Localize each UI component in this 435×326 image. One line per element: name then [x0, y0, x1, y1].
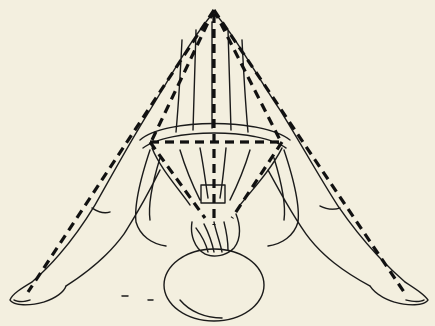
left-foot-toes [14, 300, 30, 302]
hair-strand-3 [214, 222, 222, 252]
torso-left-side [152, 148, 190, 205]
left-arm-inner [149, 158, 160, 220]
hair-strand-2 [204, 224, 214, 252]
shorts-fold-2 [193, 30, 196, 130]
hair-strand-4 [224, 222, 228, 250]
left-knee-crease [92, 208, 110, 213]
torso-fold-1 [180, 150, 200, 200]
guide-line-left-outer [28, 10, 214, 292]
guide-line-torso-left [150, 142, 205, 218]
right-foot-toes [406, 300, 424, 302]
right-knee-crease [320, 206, 340, 209]
guide-line-left-inner [152, 10, 214, 140]
figure-outline [10, 12, 428, 321]
floor-ball [164, 249, 264, 321]
guide-line-right-outer [214, 10, 404, 292]
